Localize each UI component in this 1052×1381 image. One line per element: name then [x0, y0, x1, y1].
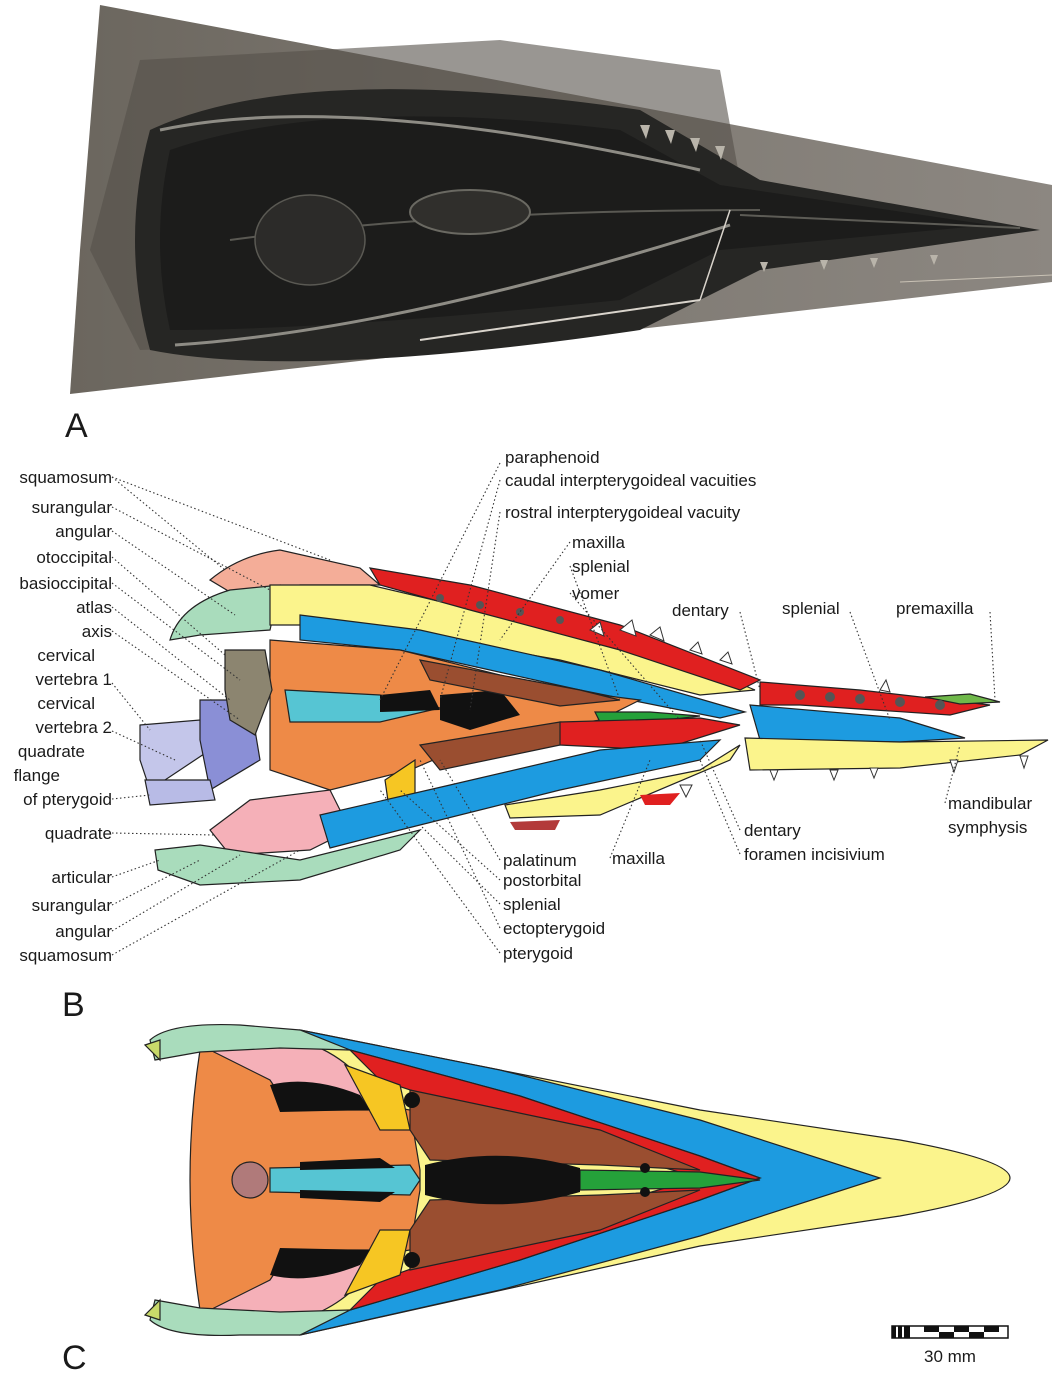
label-dentary-bottom: dentary — [744, 821, 801, 840]
label-vomer: vomer — [572, 584, 620, 603]
label-squamosum-bottom: squamosum — [19, 946, 112, 965]
reconstruction — [143, 1024, 1011, 1336]
label-ectopterygoid: ectopterygoid — [503, 919, 605, 938]
labels-top: paraphenoid caudal interpterygoideal vac… — [505, 448, 974, 620]
label-quadrate-flange: quadrate — [18, 742, 85, 761]
label-mandibular: mandibular — [948, 794, 1032, 813]
label-dentary-top: dentary — [672, 601, 729, 620]
scale-bar-label: 30 mm — [924, 1347, 976, 1366]
labels-bottom: palatinum maxilla postorbital splenial e… — [503, 794, 1032, 963]
label-otoccipital: otoccipital — [36, 548, 112, 567]
label-squamosum-top: squamosum — [19, 468, 112, 487]
scale-bar: 30 mm — [891, 1325, 1009, 1366]
label-splenial-bottom: splenial — [503, 895, 561, 914]
label-maxilla-top: maxilla — [572, 533, 625, 552]
label-splenial-snout: splenial — [782, 599, 840, 618]
interpretive-drawing — [139, 549, 1049, 886]
label-angular-bottom: angular — [55, 922, 112, 941]
panel-label-c: C — [62, 1339, 87, 1377]
label-premaxilla: premaxilla — [896, 599, 974, 618]
label-vertebra-2: vertebra 2 — [35, 718, 112, 737]
label-cervical-1: cervical — [37, 646, 95, 665]
label-quadrate: quadrate — [45, 824, 112, 843]
label-axis: axis — [82, 622, 112, 641]
panel-label-b: B — [62, 986, 85, 1024]
label-vertebra-1: vertebra 1 — [35, 670, 112, 689]
label-splenial-top: splenial — [572, 557, 630, 576]
labels-left: squamosum surangular angular otoccipital… — [14, 468, 113, 965]
label-paraphenoid: paraphenoid — [505, 448, 600, 467]
label-pterygoid: pterygoid — [503, 944, 573, 963]
label-surangular-top: surangular — [32, 498, 113, 517]
label-atlas: atlas — [76, 598, 112, 617]
label-surangular-bottom: surangular — [32, 896, 113, 915]
label-flange: flange — [14, 766, 60, 785]
label-angular-top: angular — [55, 522, 112, 541]
label-articular: articular — [52, 868, 113, 887]
label-basioccipital: basioccipital — [19, 574, 112, 593]
label-foramen-incisivium: foramen incisivium — [744, 845, 885, 864]
label-rostral-vacuity: rostral interpterygoideal vacuity — [505, 503, 741, 522]
leader-lines — [111, 462, 996, 956]
label-palatinum: palatinum — [503, 851, 577, 870]
label-cervical-2: cervical — [37, 694, 95, 713]
label-caudal-vacuities: caudal interpterygoideal vacuities — [505, 471, 756, 490]
panel-label-a: A — [65, 407, 88, 445]
fossil-photo — [70, 5, 1052, 394]
label-of-pterygoid: of pterygoid — [23, 790, 112, 809]
label-postorbital: postorbital — [503, 871, 581, 890]
label-maxilla-bottom: maxilla — [612, 849, 665, 868]
label-symphysis: symphysis — [948, 818, 1027, 837]
